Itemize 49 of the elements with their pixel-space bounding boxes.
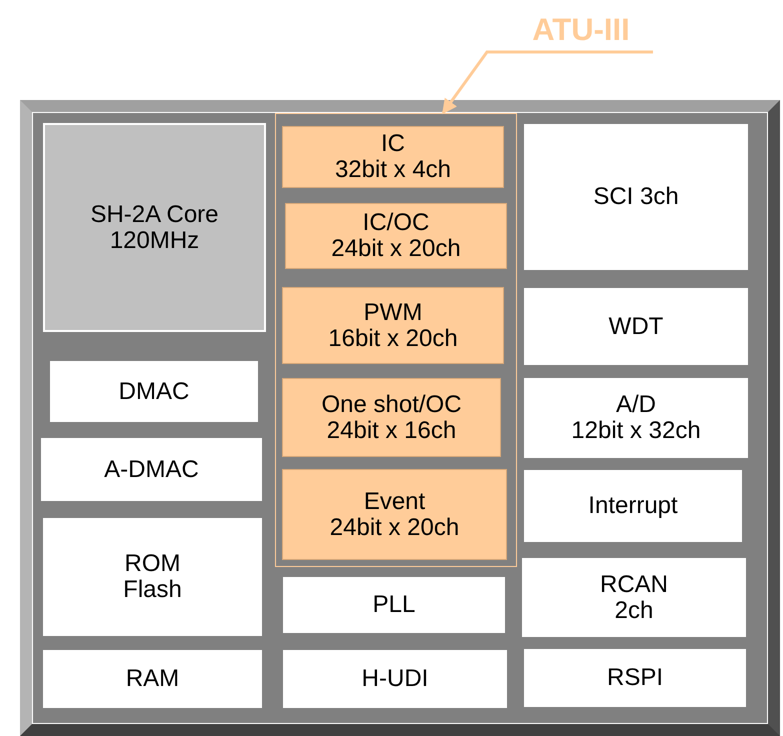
block-label: A-DMAC — [104, 456, 199, 482]
block-label: 24bit x 16ch — [326, 418, 456, 444]
block-label: 120MHz — [110, 228, 200, 254]
block-label: 2ch — [614, 598, 654, 624]
timer-block — [282, 469, 507, 560]
block-label: One shot/OC — [321, 392, 462, 418]
module-block — [41, 438, 262, 501]
callout-title: ATU-III — [532, 12, 630, 48]
module-block — [524, 378, 748, 458]
module-block — [50, 361, 258, 422]
block-label: IC/OC — [362, 210, 430, 236]
block-label: H-UDI — [362, 666, 428, 692]
block-label: SCI 3ch — [593, 184, 679, 210]
block-label: DMAC — [118, 378, 190, 404]
block-label: 24bit x 20ch — [331, 236, 461, 262]
module-block — [524, 124, 748, 270]
module-block — [524, 649, 746, 707]
block-label: A/D — [616, 392, 656, 418]
module-block — [524, 470, 742, 542]
block-label: IC — [381, 131, 405, 157]
block-label: WDT — [608, 314, 664, 340]
block-label: 12bit x 32ch — [571, 418, 701, 444]
module-block — [283, 650, 507, 708]
block-label: 24bit x 20ch — [330, 514, 460, 540]
module-block — [522, 558, 746, 637]
chip-package — [20, 100, 780, 736]
module-block — [283, 577, 505, 633]
block-label: ROM — [124, 551, 180, 577]
block-label: PLL — [372, 592, 416, 618]
block-label: Interrupt — [588, 493, 678, 519]
block-label: Event — [364, 488, 426, 514]
block-label: 16bit x 20ch — [328, 326, 458, 352]
block-label: RSPI — [606, 665, 663, 691]
module-block — [524, 288, 748, 365]
module-block — [43, 518, 262, 636]
timer-block — [282, 378, 501, 457]
timer-block — [282, 287, 504, 364]
block-label: RAM — [126, 666, 180, 692]
module-block — [43, 123, 266, 332]
leader-line — [442, 50, 653, 114]
timer-block — [285, 203, 507, 269]
block-label: Flash — [123, 577, 182, 603]
block-label: 32bit x 4ch — [334, 157, 452, 183]
module-block — [43, 650, 262, 708]
timer-block — [282, 126, 504, 188]
group-outline — [275, 113, 517, 567]
block-label: PWM — [364, 300, 422, 326]
block-label: RCAN — [600, 572, 668, 598]
block-label: SH-2A Core — [90, 202, 219, 228]
